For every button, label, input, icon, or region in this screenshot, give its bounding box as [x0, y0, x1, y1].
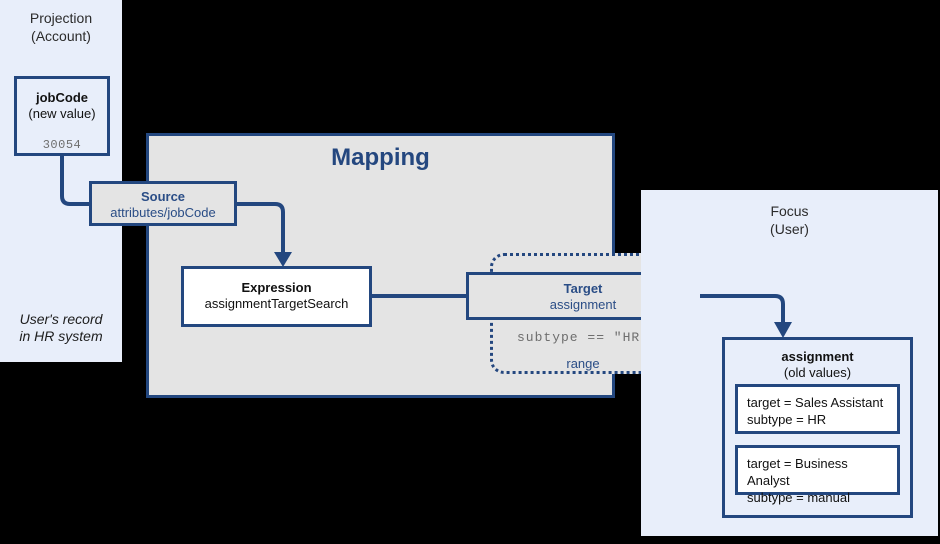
source-subtitle: attributes/jobCode [110, 205, 216, 220]
target-title: Target [563, 281, 603, 296]
assignment-value-row-2[interactable]: target = Business Analyst subtype = manu… [735, 445, 900, 505]
target-subtitle: assignment [549, 297, 617, 312]
assignment-value-1-line1: target = Sales Assistant [747, 395, 884, 410]
projection-panel-title-line2: (Account) [31, 28, 91, 44]
expression-box[interactable]: Expression assignmentTargetSearch [181, 266, 372, 327]
expression-title: Expression [241, 280, 312, 295]
job-code-box[interactable]: jobCode (new value) 30054 [14, 76, 110, 156]
projection-panel-note-line2: in HR system [19, 328, 103, 344]
assignment-value-2-line2: subtype = manual [747, 490, 850, 505]
assignment-value-1-line2: subtype = HR [747, 412, 827, 427]
assignment-value-row-1[interactable]: target = Sales Assistant subtype = HR [735, 384, 900, 434]
source-title: Source [140, 189, 186, 204]
job-code-value: 30054 [42, 138, 82, 152]
job-code-subtitle: (new value) [28, 106, 96, 121]
focus-panel-title-line2: (User) [770, 221, 809, 237]
focus-panel-title-line1: Focus [770, 203, 809, 219]
mapping-panel-title: Mapping [331, 144, 430, 171]
target-range-condition: subtype == "HR" [516, 330, 650, 345]
expression-subtitle: assignmentTargetSearch [204, 296, 349, 311]
assignment-value-2-line1: target = Business Analyst [747, 456, 848, 488]
job-code-title: jobCode [36, 90, 88, 105]
projection-panel-note-line1: User's record [19, 311, 103, 327]
assignment-title: assignment [781, 349, 854, 364]
projection-panel-title-line1: Projection [29, 10, 93, 26]
assignment-subtitle: (old values) [783, 365, 852, 380]
source-box[interactable]: Source attributes/jobCode [89, 181, 237, 226]
target-range-label: range [566, 356, 600, 371]
